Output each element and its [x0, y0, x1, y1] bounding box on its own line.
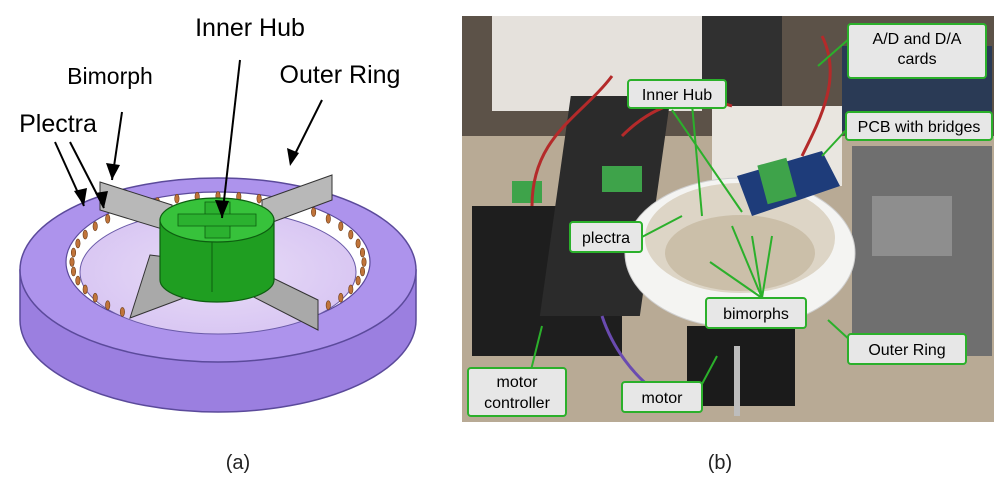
ad-da-cards-label-line1: A/D and D/A — [873, 31, 962, 48]
motor-controller-callout-line1: motor — [497, 374, 539, 391]
plectrum-pin — [92, 221, 98, 232]
plectrum-pin — [174, 193, 180, 204]
plectra-callout: plectra — [582, 230, 630, 247]
plectrum-pin — [92, 292, 98, 303]
plectrum-pin — [75, 275, 81, 286]
plectrum-pin — [105, 300, 111, 311]
plectra-label: Plectra — [19, 110, 97, 138]
bimorphs-callout: bimorphs — [723, 306, 789, 323]
plectrum-pin — [119, 307, 125, 317]
plectrum-pin — [82, 284, 88, 295]
ad-da-cards-label-line2: cards — [897, 51, 936, 68]
plectrum-pin — [325, 214, 331, 224]
plectrum-pin — [69, 257, 75, 267]
plectrum-pin — [361, 257, 367, 267]
plectrum-pin — [338, 292, 344, 303]
plectrum-pin — [311, 207, 317, 217]
callout-lines — [529, 37, 853, 385]
plectrum-pin — [359, 247, 365, 258]
motor-callout: motor — [642, 390, 684, 407]
plectrum-pin — [256, 193, 262, 204]
inner-hub — [159, 197, 275, 303]
bimorph-label: Bimorph — [67, 63, 153, 89]
plectrum-pin — [325, 300, 331, 311]
plectrum-pin — [71, 247, 77, 258]
plectrum-pin — [359, 266, 365, 277]
outer-ring-label: Outer Ring — [280, 61, 401, 89]
plectrum-pin — [355, 238, 361, 249]
outer-ring-device — [624, 177, 856, 416]
pcb-device — [737, 151, 840, 216]
outer-ring-callout: Outer Ring — [868, 342, 945, 359]
plectrum-pin — [355, 275, 361, 286]
plectrum-pin — [348, 284, 354, 295]
pcb-callout: PCB with bridges — [858, 119, 981, 136]
schematic-panel: Inner Hub Bimorph Outer Ring Plectra — [19, 14, 417, 413]
plectrum-pin — [348, 229, 354, 240]
plectrum-pin — [75, 238, 81, 249]
photo-panel: A/D and D/A cards Inner Hub PCB with bri… — [462, 16, 994, 422]
caption-a: (a) — [225, 452, 251, 474]
plectrum-pin — [82, 229, 88, 240]
plectrum-pin — [71, 266, 77, 277]
inner-hub-callout: Inner Hub — [642, 87, 712, 104]
caption-b: (b) — [707, 452, 733, 474]
plectrum-pin — [338, 221, 344, 232]
motor-controller-callout-line2: controller — [484, 395, 550, 412]
plectrum-pin — [105, 214, 111, 224]
inner-hub-label: Inner Hub — [195, 14, 305, 42]
